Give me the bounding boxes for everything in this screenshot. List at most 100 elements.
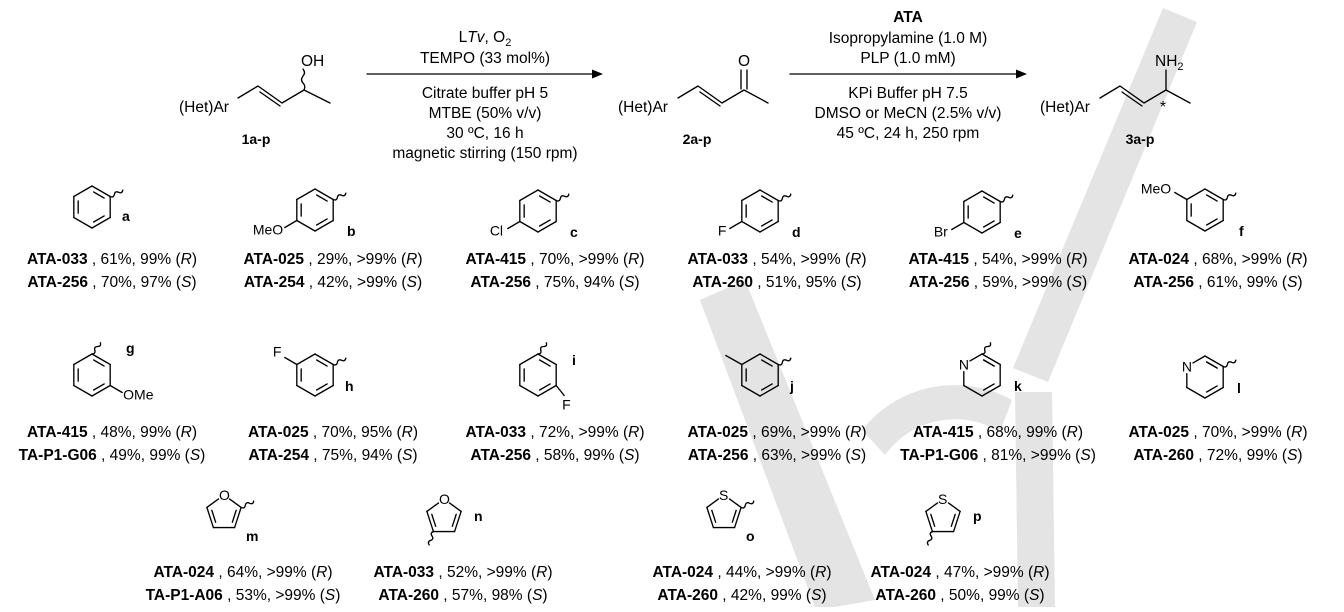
step2-amine: Isopropylamine (1.0 M) — [829, 30, 988, 47]
substrate-label: o — [746, 528, 755, 544]
step1-buffer: Citrate buffer pH 5 — [422, 85, 548, 102]
alcohol-aryl: (Het)Ar — [179, 99, 229, 116]
step2-buffer: KPi Buffer pH 7.5 — [848, 85, 967, 102]
substrate-label: n — [474, 508, 483, 524]
result-S-i: ATA-256 , 58%, 99% (S) — [470, 447, 639, 464]
step2-cosolvent: DMSO or MeCN (2.5% v/v) — [815, 105, 1002, 122]
step2-enzyme: ATA — [893, 9, 923, 26]
result-R-k: ATA-415 , 68%, 99% (R) — [913, 424, 1083, 441]
amine-aryl: (Het)Ar — [1040, 99, 1090, 116]
methoxy-group: MeO — [253, 222, 283, 238]
alcohol-label: 1a-p — [242, 131, 271, 147]
result-R-g: ATA-415 , 48%, 99% (R) — [27, 424, 197, 441]
fluoro-group: F — [273, 344, 282, 360]
ring-heteroatom: O — [439, 491, 450, 507]
bromo-group: Br — [934, 224, 948, 240]
result-R-h: ATA-025 , 70%, 95% (R) — [248, 424, 418, 441]
result-R-f: ATA-024 , 68%, >99% (R) — [1128, 251, 1307, 268]
result-S-a: ATA-256 , 70%, 97% (S) — [27, 274, 196, 291]
result-R-n: ATA-033 , 52%, >99% (R) — [373, 564, 552, 581]
amine-nh2: NH2 — [1155, 53, 1184, 73]
substrate-label: m — [246, 528, 258, 544]
result-R-o: ATA-024 , 44%, >99% (R) — [652, 564, 831, 581]
result-S-c: ATA-256 , 75%, 94% (S) — [470, 274, 639, 291]
result-R-l: ATA-025 , 70%, >99% (R) — [1128, 424, 1307, 441]
substrate-label: l — [1237, 380, 1241, 396]
ring-heteroatom: S — [719, 487, 728, 503]
fluoro-group: F — [718, 223, 727, 239]
step1-solvent: MTBE (50% v/v) — [429, 105, 542, 122]
ketone-o: O — [738, 53, 750, 70]
step1-stirring: magnetic stirring (150 rpm) — [392, 145, 577, 162]
amine-structure: (Het)Ar NH2 * 3a-p — [1040, 53, 1191, 147]
result-R-a: ATA-033 , 61%, 99% (R) — [27, 251, 197, 268]
result-S-b: ATA-254 , 42%, >99% (S) — [244, 274, 422, 291]
ring-heteroatom: N — [959, 357, 969, 373]
result-R-j: ATA-025 , 69%, >99% (R) — [687, 424, 866, 441]
result-S-m: TA-P1-A06 , 53%, >99% (S) — [146, 587, 341, 604]
result-R-i: ATA-033 , 72%, >99% (R) — [465, 424, 644, 441]
step1-temp: 30 ºC, 16 h — [446, 125, 523, 142]
result-R-e: ATA-415 , 54%, >99% (R) — [908, 251, 1087, 268]
ketone-label: 2a-p — [683, 131, 712, 147]
substrate-label: p — [973, 508, 982, 524]
result-S-k: TA-P1-G06 , 81%, >99% (S) — [900, 447, 1096, 464]
chloro-group: Cl — [490, 223, 503, 239]
substrate-label: i — [572, 352, 576, 368]
ring-heteroatom: S — [938, 491, 947, 507]
result-S-g: TA-P1-G06 , 49%, 99% (S) — [19, 447, 206, 464]
substrate-label: k — [1014, 378, 1022, 394]
fluoro-group: F — [562, 397, 571, 413]
methoxy-group: OMe — [123, 387, 154, 403]
result-S-h: ATA-254 , 75%, 94% (S) — [248, 447, 417, 464]
substrate-label: b — [347, 223, 356, 239]
substrate-label: f — [1239, 223, 1244, 239]
result-S-n: ATA-260 , 57%, 98% (S) — [378, 587, 547, 604]
substrate-label: a — [122, 208, 130, 224]
result-R-d: ATA-033 , 54%, >99% (R) — [687, 251, 866, 268]
amine-label: 3a-p — [1126, 131, 1155, 147]
step1-tempo: TEMPO (33 mol%) — [420, 50, 550, 67]
ring-heteroatom: O — [219, 487, 230, 503]
step2-plp: PLP (1.0 mM) — [860, 50, 955, 67]
ring-heteroatom: N — [1182, 359, 1192, 375]
result-S-p: ATA-260 , 50%, 99% (S) — [875, 587, 1044, 604]
result-S-o: ATA-260 , 42%, 99% (S) — [657, 587, 826, 604]
substrate-label: c — [570, 224, 578, 240]
alcohol-oh: OH — [301, 53, 324, 70]
step2-conditions: ATA Isopropylamine (1.0 M) PLP (1.0 mM) … — [789, 9, 1027, 142]
step2-temp: 45 ºC, 24 h, 250 rpm — [837, 125, 980, 142]
amine-stereocenter: * — [1160, 99, 1166, 116]
step1-catalyst: LTv, O2 — [459, 29, 512, 49]
result-R-c: ATA-415 , 70%, >99% (R) — [465, 251, 644, 268]
result-S-j: ATA-256 , 63%, >99% (S) — [688, 447, 866, 464]
result-R-b: ATA-025 , 29%, >99% (R) — [243, 251, 422, 268]
substrate-label: g — [126, 340, 135, 356]
ketone-structure: (Het)Ar O 2a-p — [618, 53, 769, 147]
watermark-logo — [700, 8, 1197, 607]
substrate-label: d — [792, 224, 801, 240]
alcohol-structure: (Het)Ar OH 1a-p — [179, 53, 331, 147]
result-S-d: ATA-260 , 51%, 95% (S) — [692, 274, 861, 291]
result-R-p: ATA-024 , 47%, >99% (R) — [870, 564, 1049, 581]
result-S-f: ATA-256 , 61%, 99% (S) — [1133, 274, 1302, 291]
methoxy-group: MeO — [1141, 181, 1171, 197]
